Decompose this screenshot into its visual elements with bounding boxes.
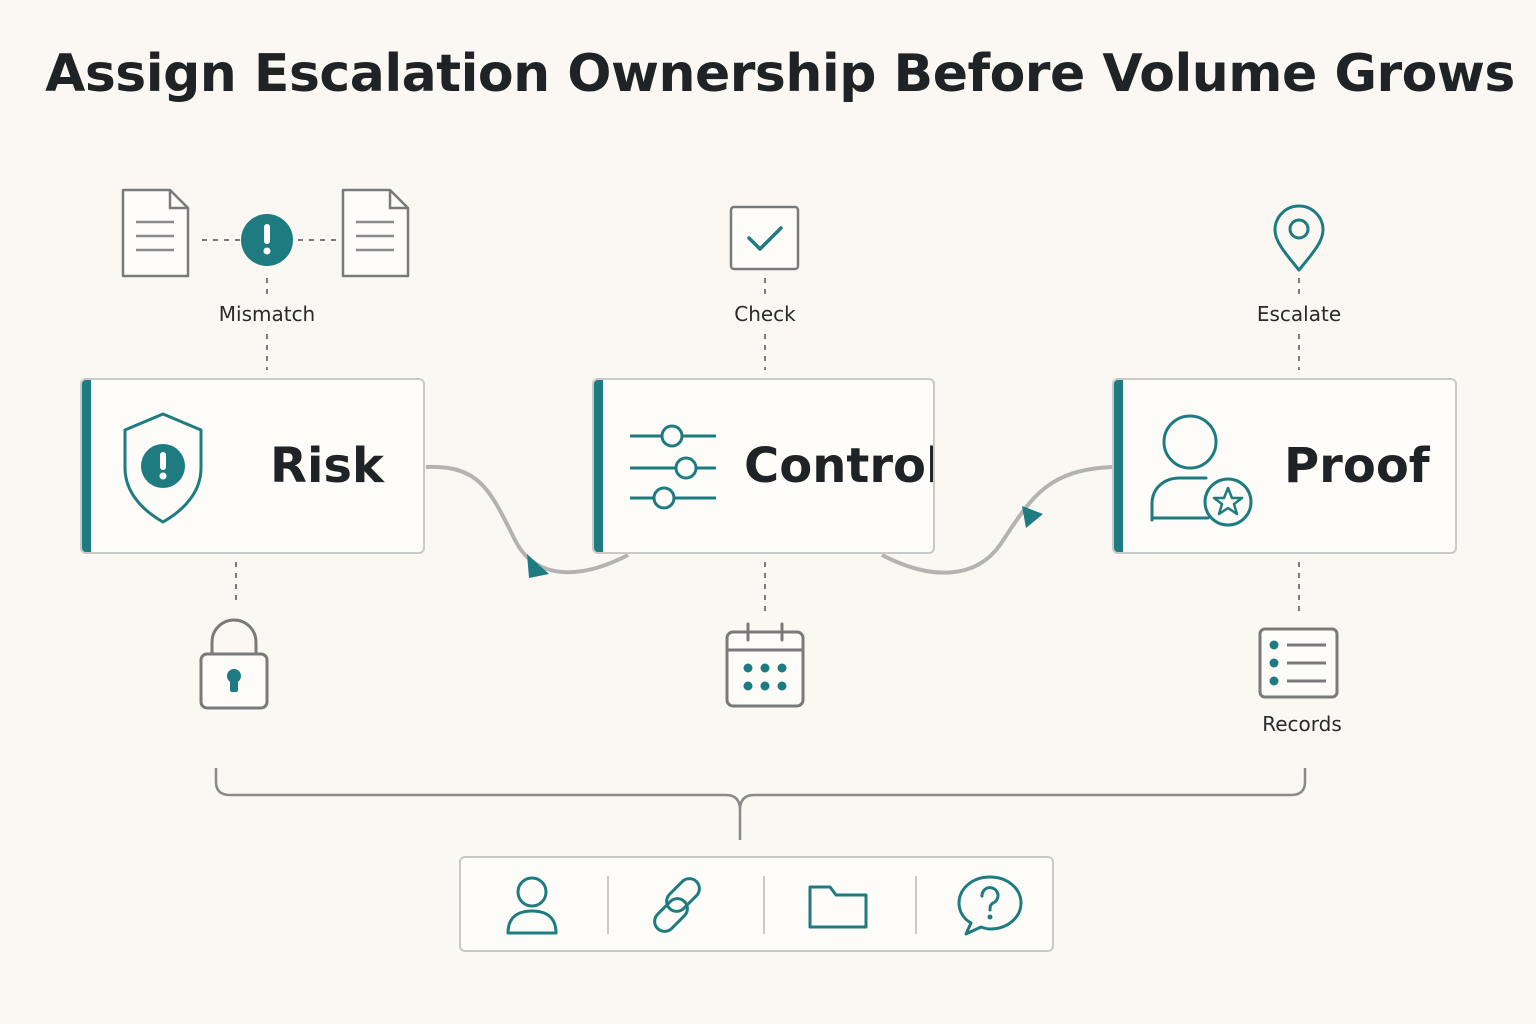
grouping-brace: [214, 768, 1307, 840]
list-icon: [1258, 627, 1339, 699]
lock-icon: [199, 618, 269, 710]
calendar-icon: [725, 622, 805, 708]
person-icon[interactable]: [487, 870, 577, 940]
link-icon[interactable]: [637, 870, 727, 940]
document-mismatch-icons: [121, 188, 410, 278]
user-star-icon: [1150, 414, 1253, 527]
risk-card: Risk: [80, 378, 425, 554]
risk-card-title: Risk: [270, 438, 384, 494]
check-label: Check: [734, 302, 796, 326]
alert-icon: [241, 214, 293, 266]
checkbox-icon: [729, 205, 800, 271]
proof-card: Proof: [1112, 378, 1457, 554]
sliders-icon: [630, 424, 716, 510]
toolbar-separator: [607, 876, 609, 934]
toolbar-separator: [915, 876, 917, 934]
page-title: Assign Escalation Ownership Before Volum…: [45, 44, 1515, 104]
document-icon: [121, 188, 190, 278]
card-accent-bar: [594, 380, 603, 552]
control-card-title: Control: [744, 438, 935, 494]
shield-alert-icon: [123, 412, 203, 524]
location-pin-icon: [1273, 204, 1325, 272]
control-card: Control: [592, 378, 935, 554]
mismatch-label: Mismatch: [218, 302, 316, 326]
records-label: Records: [1262, 712, 1342, 736]
card-accent-bar: [1114, 380, 1123, 552]
escalate-label: Escalate: [1256, 302, 1342, 326]
folder-icon[interactable]: [793, 870, 883, 940]
help-chat-icon[interactable]: [945, 870, 1035, 940]
flow-arrow-head-2: [1022, 506, 1043, 528]
proof-card-title: Proof: [1284, 438, 1430, 494]
flow-arrow-head-1: [527, 554, 549, 578]
bottom-toolbar: [459, 856, 1054, 952]
toolbar-separator: [763, 876, 765, 934]
card-accent-bar: [82, 380, 91, 552]
document-icon: [341, 188, 410, 278]
